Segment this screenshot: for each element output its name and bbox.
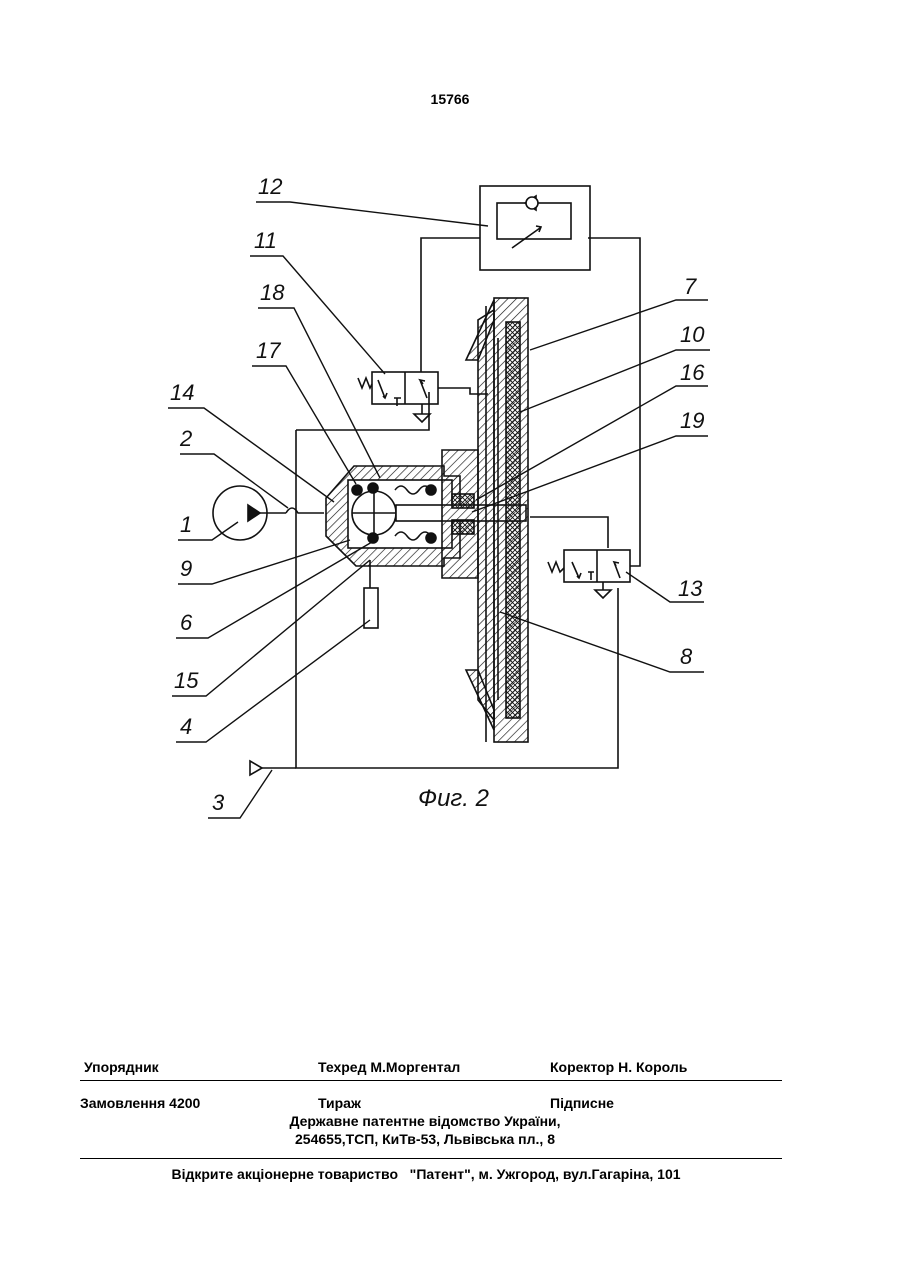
- imprint-publisher: Відкрите акціонерне товариство "Патент",…: [0, 1166, 852, 1182]
- imprint-office-line1: Державне патентне відомство України,: [0, 1113, 850, 1129]
- sensor-4: [364, 588, 378, 628]
- label-17: 18: [260, 280, 285, 305]
- label-4: 4: [180, 714, 192, 739]
- divider-top: [80, 1080, 782, 1081]
- imprint-order: Замовлення 4200: [80, 1095, 200, 1111]
- figure-caption: Фиг. 2: [418, 785, 489, 812]
- label-11: 11: [254, 228, 277, 253]
- label-2: 2: [179, 426, 192, 451]
- supply-arrow: [250, 761, 262, 775]
- label-8: 8: [680, 644, 693, 669]
- label-6: 6: [180, 610, 193, 635]
- label-9: 9: [180, 556, 192, 581]
- label-7: 7: [684, 274, 697, 299]
- imprint-proofreader: Коректор Н. Король: [550, 1059, 687, 1075]
- pipe-shaft-12: [530, 517, 608, 548]
- label-15: 15: [174, 668, 199, 693]
- imprint-office-line2: 254655,ТСП, КиТв-53, Львівська пл., 8: [0, 1131, 850, 1147]
- label-19: 19: [680, 408, 704, 433]
- label-10: 10: [680, 322, 705, 347]
- label-12: 13: [678, 576, 703, 601]
- label-13: 12: [258, 174, 282, 199]
- label-1: 1: [180, 512, 192, 537]
- label-18: 16: [680, 360, 705, 385]
- chamber-left-wall: [442, 450, 478, 578]
- label-14: 14: [170, 380, 194, 405]
- pipe-to-valve-11: [296, 392, 429, 430]
- imprint-subscription: Підписне: [550, 1095, 614, 1111]
- imprint-compiler: Упорядник: [84, 1059, 159, 1075]
- label-3: 3: [212, 790, 225, 815]
- label-16: 17: [256, 338, 281, 363]
- imprint-circulation: Тираж: [318, 1095, 361, 1111]
- divider-bottom: [80, 1158, 782, 1159]
- imprint-tech-editor: Техред М.Моргентал: [318, 1059, 460, 1075]
